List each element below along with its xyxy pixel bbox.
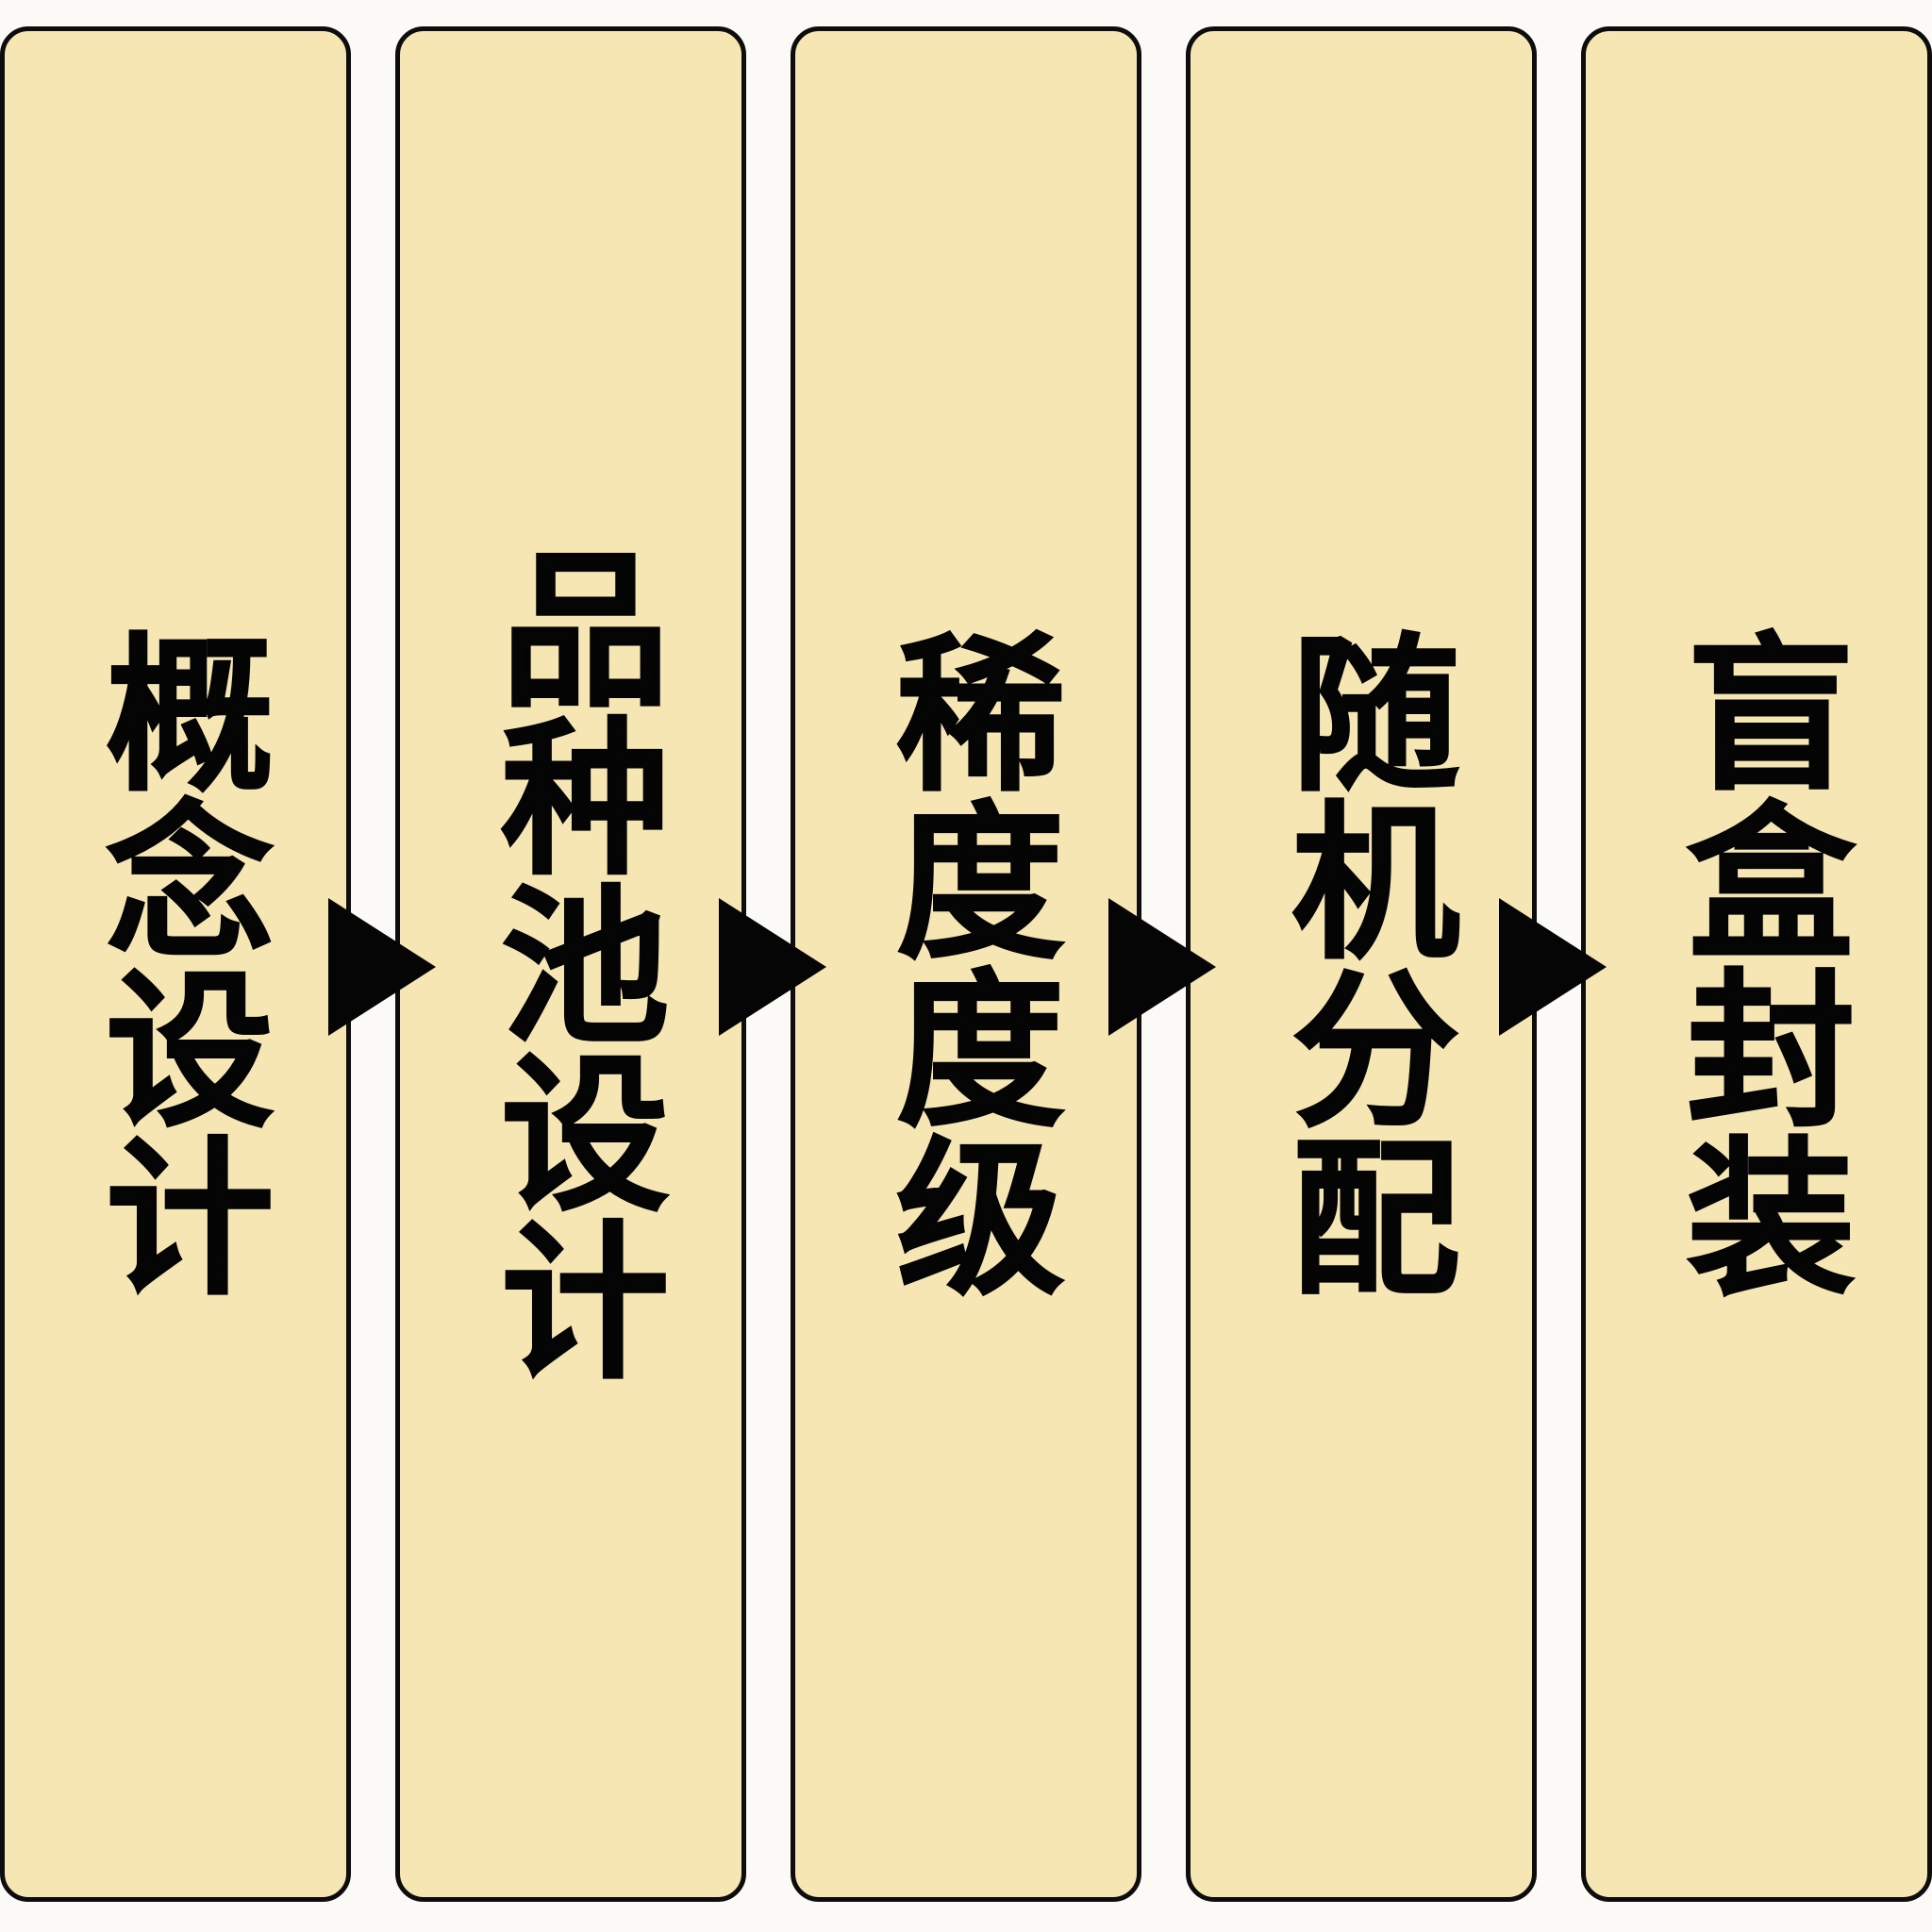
arrow-right-icon-3 [1108, 898, 1216, 1036]
arrow-right-icon-4 [1499, 898, 1607, 1036]
process-stage-1-label: 概念设计 [77, 625, 275, 1299]
process-stage-5-label: 盲盒封装 [1658, 625, 1856, 1299]
process-stage-2-label: 品种池设计 [473, 541, 670, 1383]
process-stage-4[interactable]: 随机分配 [1186, 26, 1537, 1902]
process-stage-2[interactable]: 品种池设计 [395, 26, 746, 1902]
arrow-right-icon-1 [328, 898, 436, 1036]
process-stage-4-label: 随机分配 [1263, 625, 1460, 1299]
process-stage-3[interactable]: 稀度度级 [791, 26, 1141, 1902]
process-stage-5[interactable]: 盲盒封装 [1581, 26, 1932, 1902]
process-stage-3-label: 稀度度级 [868, 625, 1065, 1299]
arrow-right-icon-2 [719, 898, 826, 1036]
process-stage-1[interactable]: 概念设计 [0, 26, 351, 1902]
